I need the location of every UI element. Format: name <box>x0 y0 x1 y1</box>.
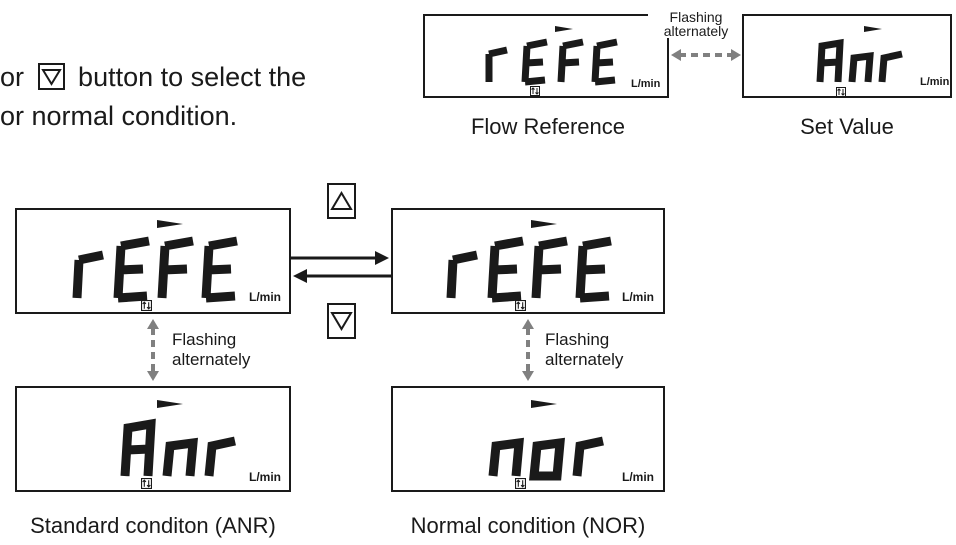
updown-arrows-icon <box>530 86 540 96</box>
lcd-nor-normal: L/min <box>391 386 665 492</box>
dashed-double-arrow-horizontal <box>671 49 741 61</box>
transition-arrows <box>291 251 391 283</box>
instruction-prefix: or <box>0 62 25 92</box>
down-button-inline-icon <box>37 63 65 90</box>
unit-label: L/min <box>920 76 950 88</box>
unit-label: L/min <box>249 290 281 304</box>
flashing-label-right: Flashing alternately <box>545 330 623 370</box>
unit-label: L/min <box>622 290 654 304</box>
lcd-segments-refe-large <box>72 220 238 303</box>
lcd-anr-standard: L/min <box>15 386 291 492</box>
flashing-label-line-2: alternately <box>545 350 624 369</box>
lcd-refe-normal: L/min <box>391 208 665 314</box>
lcd-segments-refe-small <box>485 26 618 86</box>
lcd-set-value-small: L/min <box>742 14 952 98</box>
flashing-label-line-1: Flashing <box>172 330 237 349</box>
lcd-flow-reference-small: L/min <box>423 14 669 98</box>
caption-set-value: Set Value <box>800 114 894 139</box>
caption-flow-reference: Flow Reference <box>470 114 626 139</box>
updown-arrows-icon <box>141 478 152 489</box>
lcd-segments-anr-small <box>816 26 903 83</box>
flashing-label-left: Flashing alternately <box>172 330 250 370</box>
down-triangle-icon <box>330 312 353 331</box>
caption-normal-condition: Normal condition (NOR) <box>410 513 646 538</box>
instruction-line-2: or normal condition. <box>0 101 238 131</box>
updown-arrows-icon <box>515 300 526 311</box>
instruction-line-1: or button to select the <box>0 58 306 97</box>
lcd-segments-refe-large <box>446 220 612 303</box>
lcd-refe-standard: L/min <box>15 208 291 314</box>
caption-standard-condition: Standard conditon (ANR) <box>30 513 276 538</box>
unit-label: L/min <box>631 78 661 90</box>
flashing-label-line-1: Flashing <box>669 9 723 25</box>
up-button[interactable] <box>327 183 356 219</box>
updown-arrows-icon <box>515 478 526 489</box>
instruction-suffix: button to select the <box>78 62 307 92</box>
flashing-label-line-2: alternately <box>172 350 251 369</box>
dashed-double-arrow-vertical-right <box>522 319 534 381</box>
dashed-double-arrow-vertical-left <box>147 319 159 381</box>
updown-arrows-icon <box>141 300 152 311</box>
unit-label: L/min <box>622 470 654 484</box>
lcd-segments-anr-large <box>120 400 236 477</box>
lcd-segments-nor-large <box>488 400 604 481</box>
flashing-label-small: Flashing alternately <box>648 10 744 38</box>
up-triangle-icon <box>330 191 353 210</box>
flashing-label-line-2: alternately <box>663 23 729 39</box>
updown-arrows-icon <box>836 87 846 97</box>
flashing-label-line-1: Flashing <box>545 330 610 349</box>
unit-label: L/min <box>249 470 281 484</box>
down-button[interactable] <box>327 303 356 339</box>
